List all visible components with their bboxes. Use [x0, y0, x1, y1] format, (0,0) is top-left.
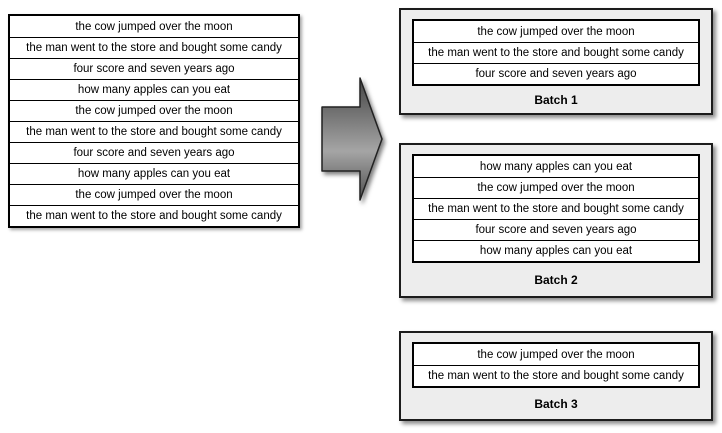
- table-row: the man went to the store and bought som…: [414, 198, 698, 219]
- table-row: the cow jumped over the moon: [10, 100, 298, 121]
- table-row: four score and seven years ago: [414, 63, 698, 84]
- table-row: four score and seven years ago: [414, 219, 698, 240]
- table-row: the man went to the store and bought som…: [10, 205, 298, 226]
- table-row: the man went to the store and bought som…: [414, 42, 698, 63]
- table-row: the cow jumped over the moon: [414, 21, 698, 42]
- batch-2-table: how many apples can you eat the cow jump…: [412, 154, 700, 263]
- batch-box-1: the cow jumped over the moon the man wen…: [399, 8, 713, 115]
- batch-box-3: the cow jumped over the moon the man wen…: [399, 331, 713, 421]
- table-row: the cow jumped over the moon: [414, 177, 698, 198]
- table-row: the man went to the store and bought som…: [414, 365, 698, 386]
- table-row: four score and seven years ago: [10, 142, 298, 163]
- table-row: the cow jumped over the moon: [414, 344, 698, 365]
- batch-1-table: the cow jumped over the moon the man wen…: [412, 19, 700, 86]
- transform-arrow-icon: [316, 72, 396, 212]
- table-row: how many apples can you eat: [10, 163, 298, 184]
- source-sentence-table: the cow jumped over the moon the man wen…: [8, 14, 300, 228]
- table-row: how many apples can you eat: [414, 156, 698, 177]
- batch-3-label: Batch 3: [534, 396, 578, 411]
- batch-2-label: Batch 2: [534, 272, 578, 287]
- table-row: four score and seven years ago: [10, 58, 298, 79]
- batch-3-table: the cow jumped over the moon the man wen…: [412, 342, 700, 388]
- table-row: the man went to the store and bought som…: [10, 37, 298, 58]
- table-row: the cow jumped over the moon: [10, 184, 298, 205]
- batch-box-2: how many apples can you eat the cow jump…: [399, 143, 713, 298]
- table-row: the man went to the store and bought som…: [10, 121, 298, 142]
- table-row: how many apples can you eat: [10, 79, 298, 100]
- batch-1-label: Batch 1: [534, 92, 578, 107]
- table-row: how many apples can you eat: [414, 240, 698, 261]
- table-row: the cow jumped over the moon: [10, 16, 298, 37]
